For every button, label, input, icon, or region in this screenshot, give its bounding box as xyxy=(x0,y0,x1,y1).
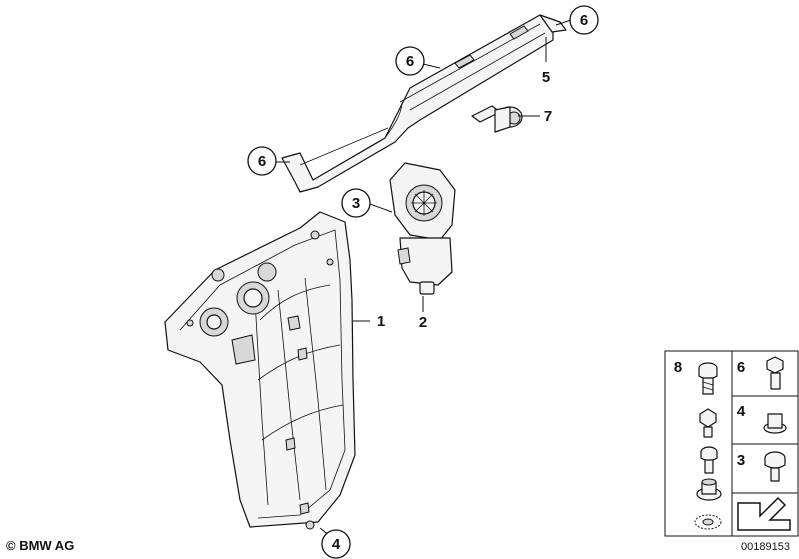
label-1: 1 xyxy=(377,313,385,330)
label-7: 7 xyxy=(544,108,552,125)
callout-label: 4 xyxy=(332,536,341,553)
callout-6-top-right: 6 xyxy=(569,5,599,35)
part-1-regulator-frame xyxy=(164,211,356,530)
bolt-icon xyxy=(766,356,784,390)
washer-icon xyxy=(696,478,722,501)
callout-3-motor: 3 xyxy=(341,188,371,218)
callout-label: 6 xyxy=(406,53,414,70)
part-7-grommet xyxy=(471,105,523,133)
callout-label: 3 xyxy=(352,195,360,212)
screw-icon xyxy=(764,451,786,482)
copyright-text: © BMW AG xyxy=(6,538,75,553)
callout-6-rail-middle: 6 xyxy=(395,46,425,76)
legend-item-3: 3 xyxy=(737,452,745,469)
callout-6-rail-left: 6 xyxy=(247,146,277,176)
part-5-guide-rail xyxy=(281,14,567,193)
legend-item-4: 4 xyxy=(737,403,746,420)
legend-item-6: 6 xyxy=(737,359,745,376)
nut-icon xyxy=(699,408,717,438)
lock-washer-icon xyxy=(694,514,722,530)
part-2-motor xyxy=(389,162,456,295)
legend-item-8: 8 xyxy=(674,359,682,376)
arrow-icon xyxy=(737,496,791,531)
callout-4-bottom: 4 xyxy=(321,529,351,559)
label-2: 2 xyxy=(419,314,427,331)
callout-label: 6 xyxy=(580,12,588,29)
label-5: 5 xyxy=(542,69,550,86)
screw-icon xyxy=(700,446,718,474)
fastener-legend: 8 6 4 3 xyxy=(664,350,799,537)
callout-label: 6 xyxy=(258,153,266,170)
diagram-number: 00189153 xyxy=(741,541,790,553)
bolt-icon xyxy=(698,362,718,395)
nut-icon xyxy=(763,413,787,434)
